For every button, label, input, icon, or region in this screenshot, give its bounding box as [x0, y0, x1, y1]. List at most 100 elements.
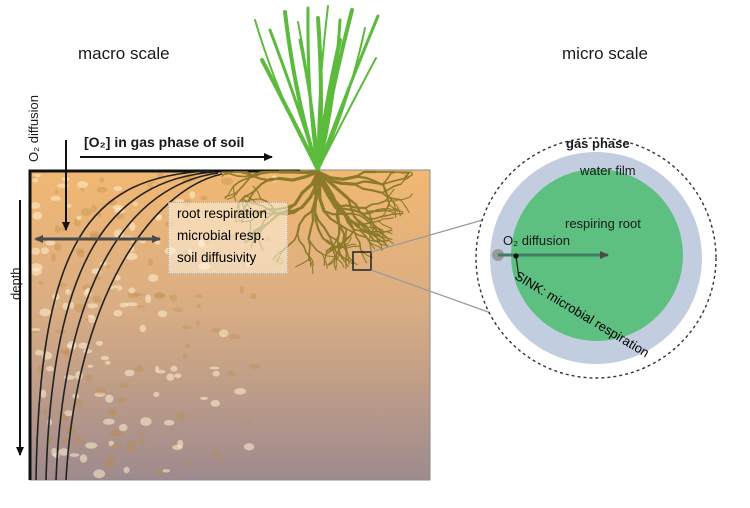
soil-particle: [54, 243, 61, 251]
soil-particle: [31, 248, 40, 255]
soil-particle: [183, 353, 188, 359]
micro-scale-title: micro scale: [562, 44, 648, 64]
soil-particle: [105, 361, 110, 365]
soil-particle: [51, 253, 56, 261]
soil-particle: [172, 445, 183, 450]
soil-particle: [65, 289, 71, 295]
soil-particle: [104, 461, 109, 467]
o2-diffusion-label: O₂ diffusion: [26, 95, 41, 162]
soil-particle: [155, 366, 159, 372]
soil-particle: [57, 184, 69, 188]
soil-particle: [221, 177, 233, 185]
micro-o2-diffusion-label: O₂ diffusion: [503, 233, 570, 248]
soil-particle: [55, 226, 61, 234]
soil-particle: [97, 187, 108, 193]
soil-particle: [219, 330, 228, 338]
soil-particle: [128, 288, 135, 294]
soil-particle: [86, 374, 93, 381]
soil-particle: [77, 250, 85, 257]
soil-particle: [148, 259, 153, 266]
soil-particle: [185, 460, 191, 467]
gas-phase-o2-label: [O₂] in gas phase of soil: [84, 134, 244, 150]
soil-particle: [185, 343, 190, 348]
soil-particle: [137, 305, 146, 308]
soil-particle: [145, 295, 151, 304]
soil-particle: [158, 311, 168, 318]
soil-particle: [170, 366, 177, 372]
soil-particle: [67, 344, 76, 347]
soil-particle: [91, 205, 97, 213]
soil-particle: [166, 373, 174, 380]
soil-particle: [33, 212, 43, 220]
soil-particle: [41, 247, 49, 254]
soil-particle: [229, 334, 240, 339]
depth-label: depth: [8, 267, 23, 300]
macro-scale-title: macro scale: [78, 44, 170, 64]
soil-particle: [163, 469, 171, 472]
soil-particle: [209, 367, 219, 370]
soil-particle: [32, 178, 38, 183]
soil-particle: [250, 293, 257, 299]
soil-particle: [31, 263, 43, 271]
soil-particle: [140, 325, 146, 333]
factor-root-respiration: root respiration: [177, 206, 267, 221]
soil-particle: [126, 441, 136, 448]
soil-particle: [74, 436, 85, 443]
soil-particle: [51, 448, 57, 457]
soil-particle: [189, 191, 195, 198]
water-film-label: water film: [580, 163, 636, 178]
soil-particle: [114, 186, 123, 191]
soil-particle: [227, 371, 236, 376]
soil-particle: [88, 365, 94, 368]
soil-particle: [164, 420, 174, 426]
factor-soil-diffusivity: soil diffusivity: [177, 250, 256, 265]
soil-particle: [75, 400, 83, 409]
soil-particle: [46, 435, 53, 442]
soil-particle: [95, 387, 106, 395]
soil-particle: [196, 321, 200, 326]
soil-particle: [139, 431, 145, 435]
soil-particle: [80, 454, 87, 462]
soil-particle: [63, 351, 69, 357]
soil-particle: [100, 177, 105, 183]
soil-particle: [170, 295, 178, 302]
soil-particle: [107, 409, 118, 415]
soil-particle: [107, 455, 114, 463]
factor-microbial-respiration: microbial resp.: [177, 228, 265, 243]
soil-particle: [45, 240, 55, 245]
soil-particle: [177, 412, 186, 420]
soil-particle: [200, 196, 207, 201]
soil-particle: [93, 295, 103, 303]
soil-particle: [174, 373, 181, 378]
soil-particle: [63, 437, 68, 444]
soil-particle: [135, 365, 144, 371]
soil-particle: [212, 450, 219, 457]
soil-particle: [112, 288, 119, 291]
soil-particle: [249, 364, 260, 370]
soil-particle: [46, 366, 54, 371]
soil-particle: [70, 453, 80, 457]
soil-particle: [93, 469, 105, 478]
soil-particle: [55, 330, 66, 333]
soil-particle: [106, 261, 110, 269]
soil-particle: [133, 293, 145, 296]
soil-particle: [148, 274, 158, 282]
soil-particle: [240, 286, 244, 294]
soil-particle: [213, 371, 220, 377]
grass-plant: [255, 6, 378, 170]
soil-particle: [111, 443, 122, 448]
soil-particle: [218, 458, 223, 463]
factors-box: root respiration microbial resp. soil di…: [168, 202, 288, 274]
soil-particle: [157, 468, 162, 476]
soil-particle: [85, 442, 97, 448]
soil-particle: [196, 304, 200, 308]
soil-particle: [133, 202, 138, 206]
soil-particle: [67, 204, 71, 208]
micro-gas-phase-label: gas phase: [566, 136, 630, 151]
soil-particle: [126, 302, 138, 306]
soil-particle: [234, 388, 246, 395]
soil-particle: [139, 438, 145, 446]
soil-particle: [125, 370, 135, 377]
